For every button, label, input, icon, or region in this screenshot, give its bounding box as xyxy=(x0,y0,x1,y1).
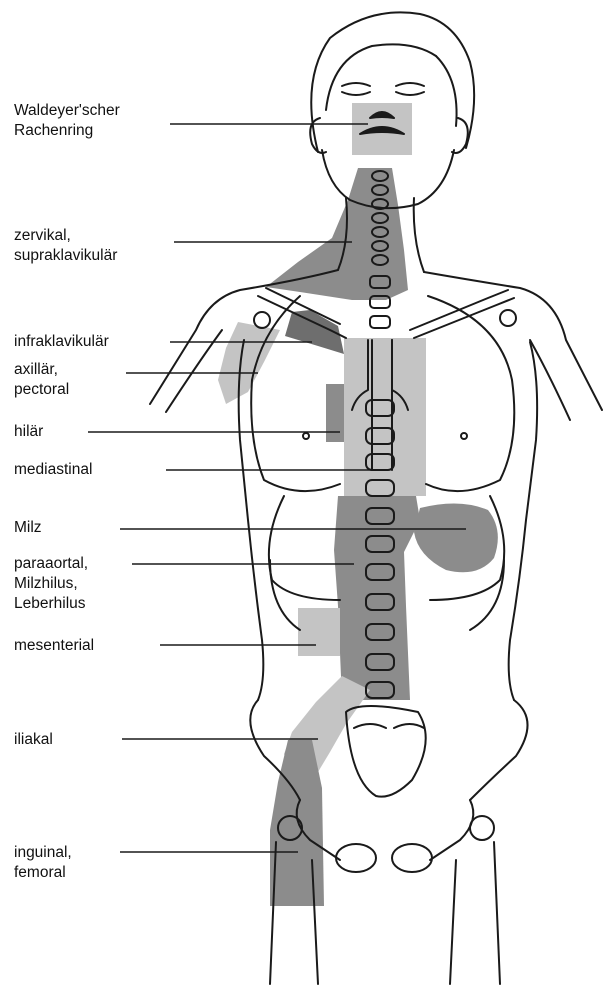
label-waldeyer: Waldeyer'scher Rachenring xyxy=(14,101,120,141)
label-zervikal-line-2: supraklavikulär xyxy=(14,246,117,266)
label-zervikal-line-1: zervikal, xyxy=(14,226,117,246)
label-mediastinal: mediastinal xyxy=(14,460,92,480)
label-paraaortal-line-1: paraaortal, xyxy=(14,554,88,574)
label-zervikal: zervikal, supraklavikulär xyxy=(14,226,117,266)
label-inguinal-line-1: inguinal, xyxy=(14,843,72,863)
label-infraklavikular: infraklavikulär xyxy=(14,332,109,352)
label-axillar: axillär, pectoral xyxy=(14,360,69,400)
label-waldeyer-line-2: Rachenring xyxy=(14,121,120,141)
label-hilar-line-1: hilär xyxy=(14,422,43,442)
label-infraklavikular-line-1: infraklavikulär xyxy=(14,332,109,352)
label-mesenterial-line-1: mesenterial xyxy=(14,636,94,656)
label-mesenterial: mesenterial xyxy=(14,636,94,656)
label-inguinal-line-2: femoral xyxy=(14,863,72,883)
label-iliakal: iliakal xyxy=(14,730,53,750)
label-inguinal: inguinal, femoral xyxy=(14,843,72,883)
label-axillar-line-2: pectoral xyxy=(14,380,69,400)
label-iliakal-line-1: iliakal xyxy=(14,730,53,750)
label-paraaortal-line-2: Milzhilus, xyxy=(14,574,88,594)
label-milz-line-1: Milz xyxy=(14,518,42,538)
label-milz: Milz xyxy=(14,518,42,538)
label-axillar-line-1: axillär, xyxy=(14,360,69,380)
label-paraaortal: paraaortal, Milzhilus, Leberhilus xyxy=(14,554,88,614)
label-paraaortal-line-3: Leberhilus xyxy=(14,594,88,614)
label-hilar: hilär xyxy=(14,422,43,442)
label-waldeyer-line-1: Waldeyer'scher xyxy=(14,101,120,121)
label-mediastinal-line-1: mediastinal xyxy=(14,460,92,480)
